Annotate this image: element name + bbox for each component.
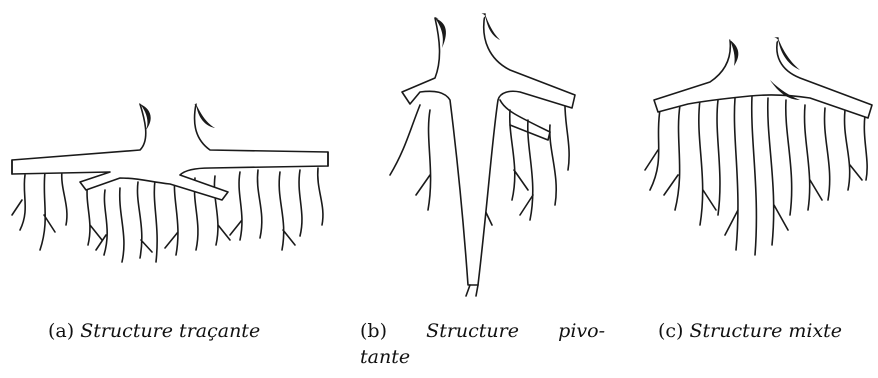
caption-a-text: Structure traçante	[80, 320, 260, 342]
shallow-root-illustration	[0, 0, 340, 300]
caption-b-text-1a: Structure	[426, 318, 519, 344]
caption-a-label: (a)	[48, 320, 74, 342]
taproot-illustration	[350, 0, 615, 300]
caption-c: (c) Structure mixte	[658, 318, 842, 344]
caption-b-text-1b: pivo-	[558, 318, 605, 344]
subfigure-c: (c) Structure mixte	[640, 0, 878, 378]
mixed-root-illustration	[640, 0, 878, 300]
caption-b-label: (b)	[360, 318, 387, 344]
caption-c-label: (c)	[658, 320, 683, 342]
subfigure-b: (b) Structure pivo- tante	[350, 0, 615, 378]
caption-a: (a) Structure traçante	[48, 318, 260, 344]
caption-b-text-2: tante	[360, 346, 410, 368]
subfigure-a: (a) Structure traçante	[0, 0, 340, 378]
caption-b: (b) Structure pivo- tante	[360, 318, 605, 370]
caption-c-text: Structure mixte	[690, 320, 843, 342]
